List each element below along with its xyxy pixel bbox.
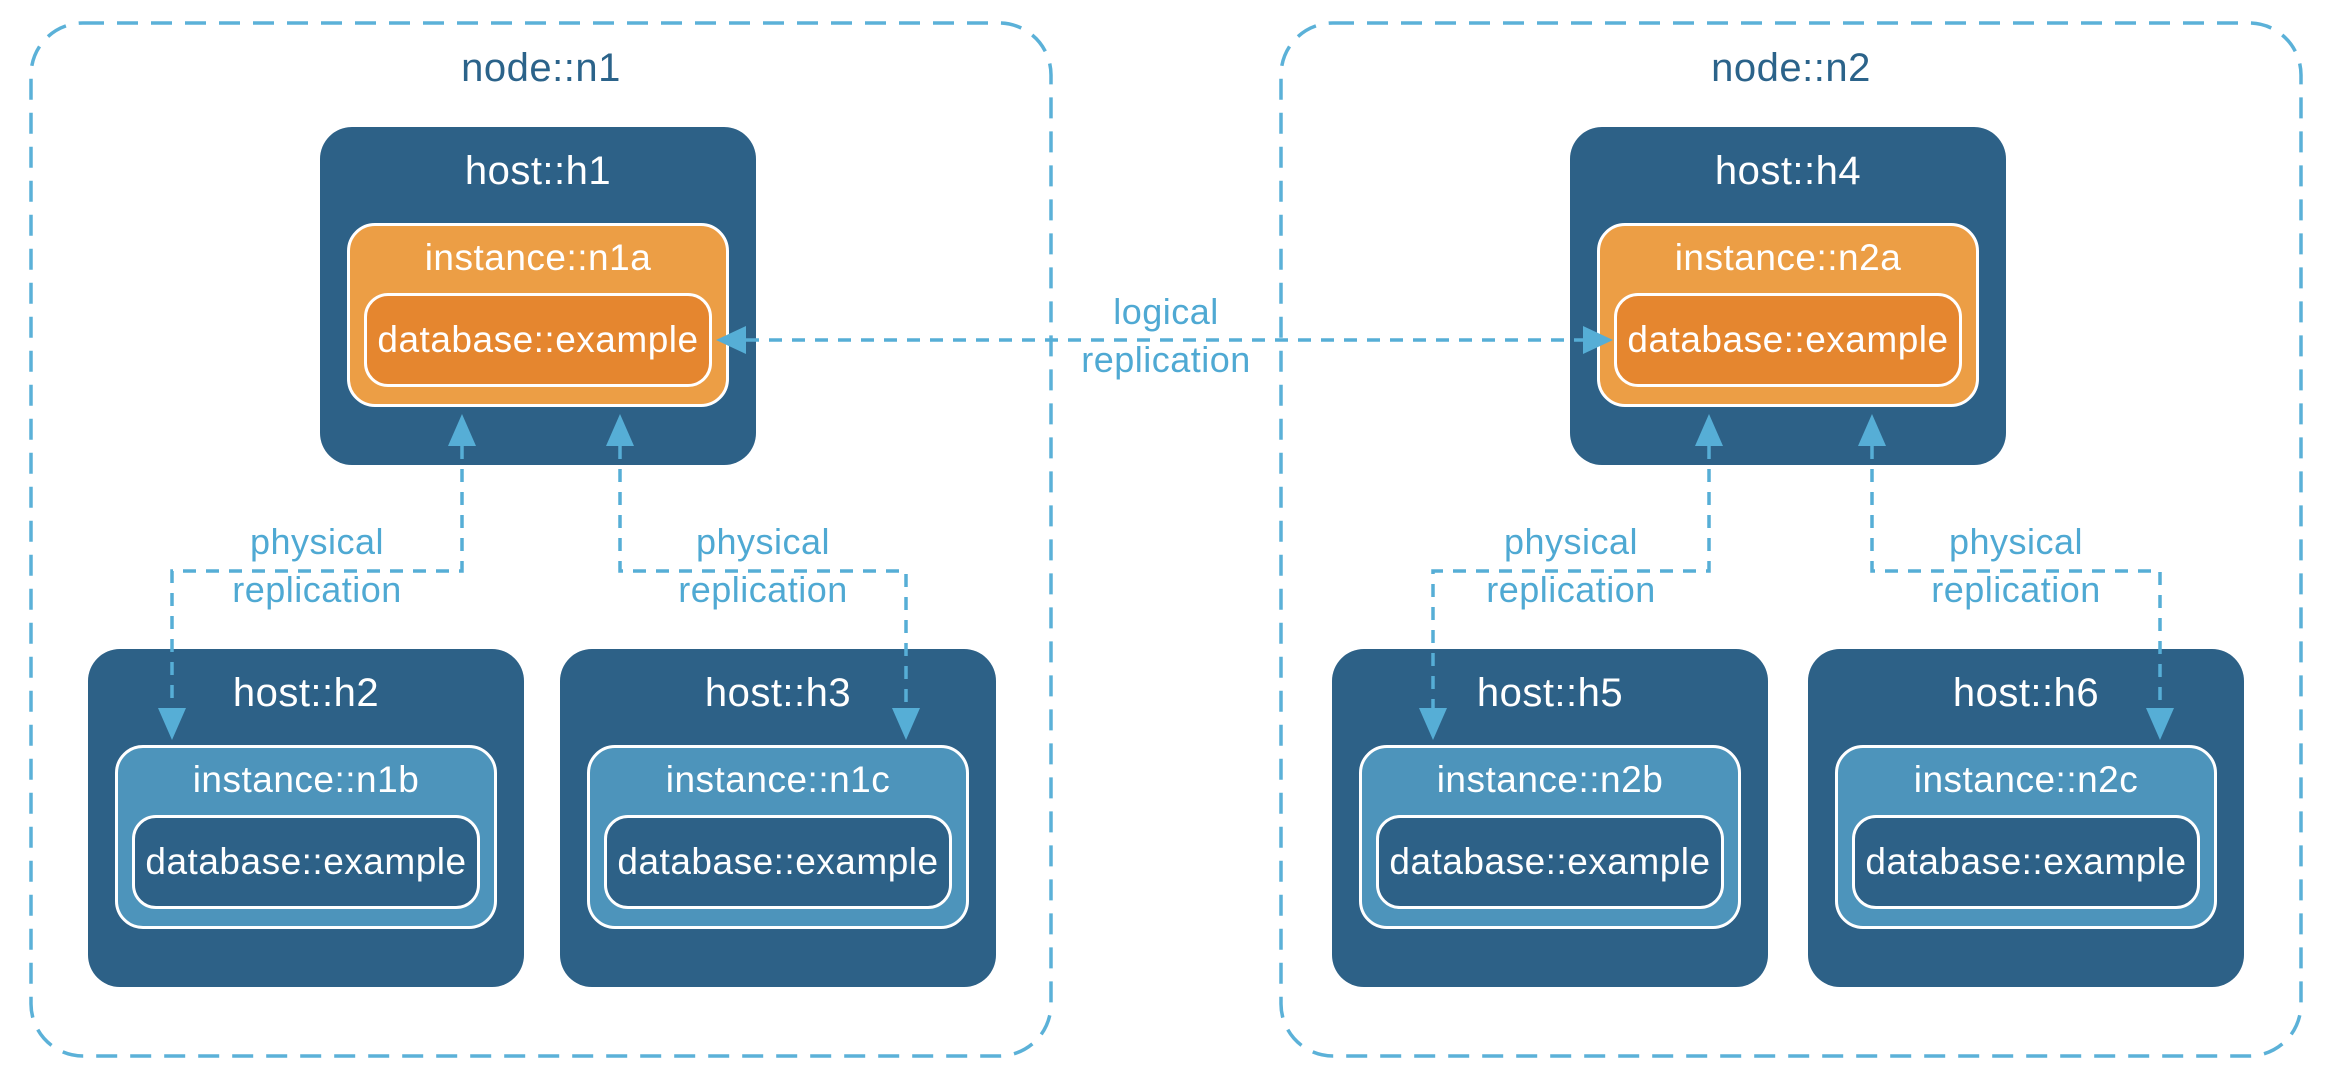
host-h6-box: host::h6 instance::n2c database::example	[1808, 649, 2244, 987]
instance-n2a-box: instance::n2a database::example	[1597, 223, 1979, 407]
arrowhead-up-h4-right	[1858, 414, 1886, 446]
arrowhead-right-n2a-database	[1583, 326, 1613, 354]
host-h3-label: host::h3	[704, 671, 852, 715]
host-h1-box: host::h1 instance::n1a database::example	[320, 127, 756, 465]
physical-replication-arrow-h1-h2	[158, 414, 476, 740]
arrowhead-up-h4-left	[1695, 414, 1723, 446]
label-line: replication	[678, 569, 848, 610]
physical-replication-arrow-h1-h3	[606, 414, 920, 740]
arrowhead-left-n1a-database	[716, 326, 746, 354]
database-example-box-n2b: database::example	[1376, 815, 1724, 909]
node-n2-border	[1279, 21, 2303, 1058]
label-line: physical	[1948, 521, 2084, 562]
logical-replication-label: logical replication	[1036, 288, 1296, 384]
database-example-box-n2c: database::example	[1852, 815, 2200, 909]
database-example-box-n2a: database::example	[1614, 293, 1962, 387]
host-h2-label: host::h2	[232, 671, 380, 715]
physical-replication-label-n1-right: physical replication	[633, 518, 893, 614]
instance-n1b-label: instance::n1b	[192, 759, 420, 800]
label-line: physical	[1503, 521, 1639, 562]
label-line: replication	[1486, 569, 1656, 610]
instance-n1a-box: instance::n1a database::example	[347, 223, 729, 407]
physical-replication-arrow-h4-h5	[1419, 414, 1723, 740]
host-h3-box: host::h3 instance::n1c database::example	[560, 649, 996, 987]
arrowhead-up-h1-right	[606, 414, 634, 446]
label-line: replication	[1931, 569, 2101, 610]
node-n1-label: node::n1	[461, 46, 621, 90]
node-n2-label: node::n2	[1711, 46, 1871, 90]
arrowhead-down-h3	[892, 708, 920, 740]
host-h5-label: host::h5	[1476, 671, 1624, 715]
host-h4-box: host::h4 instance::n2a database::example	[1570, 127, 2006, 465]
label-line: physical	[249, 521, 385, 562]
instance-n2b-box: instance::n2b database::example	[1359, 745, 1741, 929]
node-n1-border	[29, 21, 1053, 1058]
database-example-box-n1b: database::example	[132, 815, 480, 909]
instance-n2c-box: instance::n2c database::example	[1835, 745, 2217, 929]
instance-n1a-label: instance::n1a	[424, 237, 652, 278]
physical-replication-label-n2-right: physical replication	[1886, 518, 2146, 614]
arrowhead-up-h1-left	[448, 414, 476, 446]
database-example-box-n1c: database::example	[604, 815, 952, 909]
instance-n1c-box: instance::n1c database::example	[587, 745, 969, 929]
label-line: replication	[232, 569, 402, 610]
physical-replication-label-n2-left: physical replication	[1441, 518, 1701, 614]
instance-n1c-label: instance::n1c	[665, 759, 891, 800]
arrowhead-down-h6	[2146, 708, 2174, 740]
physical-replication-label-n1-left: physical replication	[187, 518, 447, 614]
logical-replication-arrow	[716, 326, 1613, 354]
host-h2-box: host::h2 instance::n1b database::example	[88, 649, 524, 987]
label-line: replication	[1081, 339, 1251, 380]
host-h4-label: host::h4	[1714, 149, 1862, 193]
label-line: logical	[1113, 291, 1219, 332]
host-h1-label: host::h1	[464, 149, 612, 193]
instance-n2c-label: instance::n2c	[1913, 759, 2139, 800]
arrowhead-down-h5	[1419, 708, 1447, 740]
instance-n2b-label: instance::n2b	[1436, 759, 1664, 800]
host-h6-label: host::h6	[1952, 671, 2100, 715]
instance-n2a-label: instance::n2a	[1674, 237, 1902, 278]
instance-n1b-box: instance::n1b database::example	[115, 745, 497, 929]
physical-replication-arrow-h4-h6	[1858, 414, 2174, 740]
label-line: physical	[695, 521, 831, 562]
database-example-box-n1a: database::example	[364, 293, 712, 387]
host-h5-box: host::h5 instance::n2b database::example	[1332, 649, 1768, 987]
arrowhead-down-h2	[158, 708, 186, 740]
